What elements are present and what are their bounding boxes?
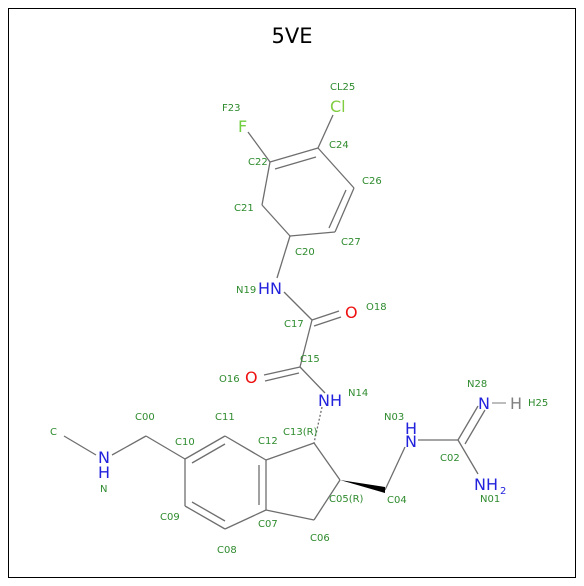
bond-c12-c11: [224, 435, 267, 461]
bond-c09-c08: [184, 505, 226, 530]
bond-c13-c12: [265, 442, 315, 461]
bond-c11-c10: [184, 435, 226, 460]
atom-label-c09: C09: [160, 512, 180, 523]
atom-label-c13: C13(R): [283, 427, 318, 438]
bond-c11-c10-double: [191, 443, 226, 464]
bond-c26-c27-double: [328, 189, 347, 229]
bond-c22-c24: [269, 147, 319, 163]
atom-label-c00: C00: [135, 412, 155, 423]
atom-label-o18: O18: [366, 302, 387, 313]
atom-label-c05: C05(R): [329, 494, 364, 505]
bond-c26-c27: [334, 187, 355, 233]
atom-label-n01: N01: [480, 494, 500, 505]
atom-label-n28: N28: [467, 379, 487, 390]
atom-label-c17: C17: [284, 319, 304, 330]
bond-c17-o18: [311, 310, 340, 321]
bond-c13-c05: [313, 442, 341, 481]
atom-label-c10: C10: [175, 437, 195, 448]
bond-c17-c15: [299, 319, 313, 368]
n19-symbol: HN: [258, 279, 282, 298]
atom-label-c22: C22: [248, 157, 268, 168]
bonds: [63, 114, 506, 530]
atom-label-cl25: CL25: [330, 82, 355, 93]
methyl-c-symbol: C: [50, 427, 57, 438]
methyl-n-symbol: N: [100, 484, 107, 495]
atom-label-h25: H25: [528, 398, 548, 409]
bond-c24-cl: [317, 114, 334, 149]
bond-c08-c07: [224, 509, 267, 530]
n14-symbol: NH: [318, 391, 342, 410]
bond-c22-c24-double: [274, 156, 317, 170]
bond-c04-n03: [384, 446, 406, 491]
bond-c24-c26: [317, 147, 355, 189]
h25-symbol: H: [510, 394, 522, 413]
atom-label-o16: O16: [219, 374, 240, 385]
amine-h-symbol: H: [98, 463, 110, 482]
atom-label-c04: C04: [387, 495, 407, 506]
atom-label-c27: C27: [341, 237, 361, 248]
bond-c20-n19: [276, 235, 291, 279]
bond-c15-n14: [299, 366, 326, 394]
atom-label-c20: C20: [295, 247, 315, 258]
n03-symbol: N: [405, 432, 417, 451]
bond-c15-o16-double: [264, 372, 300, 382]
atom-label-c07: C07: [258, 519, 278, 530]
molecule-title: 5VE: [271, 24, 313, 48]
bond-c15-o16: [263, 366, 301, 376]
bond-c09-c08-double: [191, 501, 226, 522]
atom-label-c24: C24: [329, 140, 349, 151]
atom-label-c08: C08: [217, 545, 237, 556]
n03-h-symbol: H: [405, 419, 417, 438]
diagram-frame: [8, 8, 576, 578]
atom-label-c21: C21: [234, 203, 254, 214]
amine-n-symbol: N: [98, 448, 110, 467]
bond-c17-o18-double: [313, 316, 342, 327]
bond-c05-c06: [313, 479, 341, 521]
chlorine-symbol: Cl: [330, 97, 346, 116]
n01-subscript: 2: [500, 486, 506, 497]
bond-c22-f: [247, 131, 271, 163]
bond-c02-n28: [457, 405, 479, 441]
n01-symbol: NH: [474, 475, 498, 494]
atom-label-n03: N03: [384, 412, 404, 423]
n28-symbol: N: [478, 394, 490, 413]
atom-label-c15: C15: [300, 354, 320, 365]
o16-symbol: O: [245, 368, 258, 387]
atom-label-c11: C11: [215, 412, 235, 423]
bond-c02-n01: [457, 439, 479, 475]
bond-c10-c00: [145, 435, 186, 460]
bond-c20-c21: [261, 204, 291, 237]
fluorine-symbol: F: [238, 117, 247, 136]
bond-c06-c07: [265, 509, 315, 521]
bond-c21-c22: [261, 161, 271, 206]
o18-symbol: O: [345, 303, 358, 322]
atom-label-n19: N19: [236, 285, 256, 296]
atom-label-c06: C06: [310, 533, 330, 544]
wedge-bond-c05-c04: [340, 480, 385, 493]
bond-n-c: [63, 435, 97, 456]
atom-label-c12: C12: [258, 436, 278, 447]
bond-c02-n28-double: [464, 409, 486, 445]
bond-c27-c20: [289, 231, 336, 237]
atom-label-c26: C26: [362, 176, 382, 187]
atom-label-c02: C02: [440, 453, 460, 464]
bond-c00-n: [111, 435, 147, 456]
atom-label-n14: N14: [348, 388, 368, 399]
bond-n19-c17: [283, 291, 313, 321]
atom-label-f23: F23: [222, 103, 240, 114]
